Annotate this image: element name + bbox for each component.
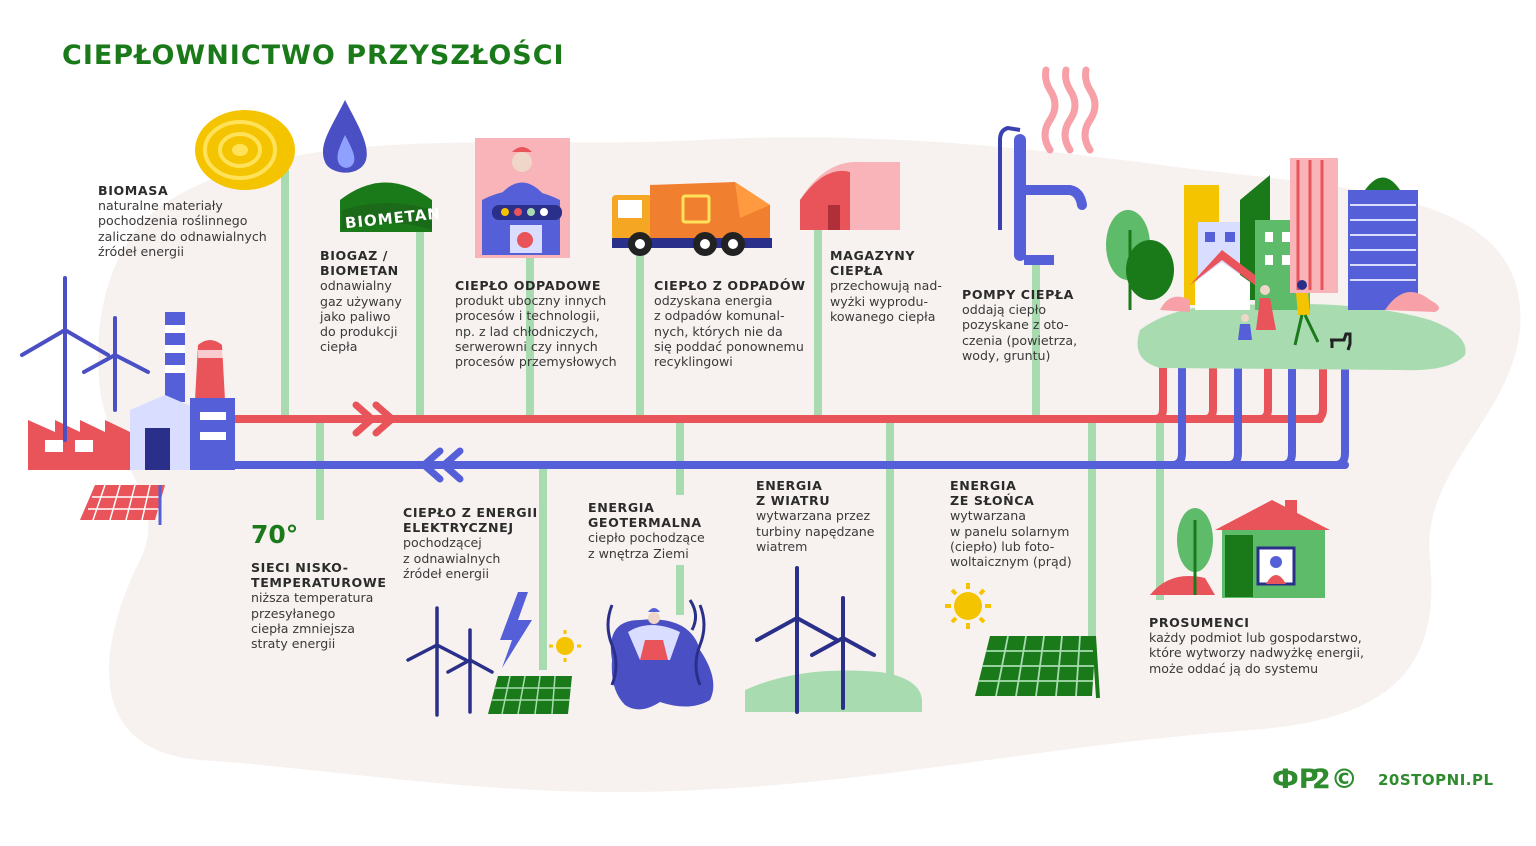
biomethane-tank-illustration: BIOMETAN <box>340 182 442 232</box>
item-cieplo-z-odpadow: CIEPŁO Z ODPADÓW odzyskana energia z odp… <box>654 278 806 369</box>
item-wiatr: ENERGIA Z WIATRU wytwarzana przez turbin… <box>756 478 875 554</box>
server-worker-illustration <box>475 138 570 258</box>
item-geotermalna: ENERGIA GEOTERMALNA ciepło pochodzące z … <box>588 500 705 561</box>
item-description: przechowują nad- wyżki wyprodu- kowanego… <box>830 278 942 324</box>
item-heading: BIOGAZ / BIOMETAN <box>320 248 399 279</box>
item-biomasa: BIOMASA naturalne materiały pochodzenia … <box>98 183 267 259</box>
solar-panel-small <box>80 484 165 525</box>
item-description: wytwarzana w panelu solarnym (ciepło) lu… <box>950 508 1072 570</box>
item-heading: POMPY CIEPŁA <box>962 287 1074 302</box>
heat-storage-illustration <box>800 161 900 230</box>
item-elektryczna: CIEPŁO Z ENERGII ELEKTRYCZNEJ pochodzące… <box>403 505 538 581</box>
footer-logo-left: ФP <box>1272 764 1319 795</box>
item-description: oddają ciepło pozyskane z oto- czenia (p… <box>962 302 1078 363</box>
flame-illustration <box>322 100 367 173</box>
item-heading: MAGAZYNY CIEPŁA <box>830 248 916 279</box>
item-heading: PROSUMENCI <box>1149 615 1250 630</box>
electricity-illustration <box>406 592 581 717</box>
item-biogaz: BIOGAZ / BIOMETAN odnawialny gaz używany… <box>320 248 402 354</box>
item-heading: ENERGIA Z WIATRU <box>756 478 831 509</box>
item-description: pochodzącej z odnawialnych źródeł energi… <box>403 535 501 581</box>
page-title: CIEPŁOWNICTWO PRZYSZŁOŚCI <box>62 40 565 71</box>
solar-illustration <box>945 583 1100 699</box>
item-description: wytwarzana przez turbiny napędzane wiatr… <box>756 508 875 554</box>
item-heading: SIECI NISKO- TEMPERATUROWE <box>251 560 387 591</box>
item-cieplo-odpadowe: CIEPŁO ODPADOWE produkt uboczny innych p… <box>455 278 617 369</box>
city-illustration <box>1106 158 1466 371</box>
item-magazyny: MAGAZYNY CIEPŁA przechowują nad- wyżki w… <box>830 248 942 324</box>
item-description: odzyskana energia z odpadów komunal- nyc… <box>654 293 804 370</box>
item-sieci: SIECI NISKO- TEMPERATUROWE niższa temper… <box>251 560 387 651</box>
item-heading: BIOMASA <box>98 183 169 198</box>
item-slonce: ENERGIA ZE SŁOŃCA wytwarzana w panelu so… <box>950 478 1072 569</box>
temperature-label: 70° <box>251 520 299 549</box>
item-heading: ENERGIA ZE SŁOŃCA <box>950 478 1035 509</box>
item-heading: CIEPŁO ODPADOWE <box>455 278 602 293</box>
supply-arrows <box>352 401 396 437</box>
power-plant-illustration <box>20 276 235 525</box>
item-description: odnawialny gaz używany jako paliwo do pr… <box>320 278 402 355</box>
item-prosumenci: PROSUMENCI każdy podmiot lub gospodarstw… <box>1149 615 1364 676</box>
footer-site-link[interactable]: 20STOPNI.PL <box>1378 771 1494 789</box>
item-description: każdy podmiot lub gospodarstwo, które wy… <box>1149 630 1365 676</box>
geothermal-illustration <box>606 599 714 710</box>
item-heading: CIEPŁO Z ODPADÓW <box>654 278 806 293</box>
return-arrows <box>420 447 464 483</box>
return-pipe <box>231 359 1349 469</box>
heat-pump-illustration <box>998 66 1099 265</box>
item-heading: CIEPŁO Z ENERGII ELEKTRYCZNEJ <box>403 505 538 536</box>
item-description: niższa temperatura przesyłanego ciepła z… <box>251 590 374 652</box>
upper-stems <box>281 170 1040 420</box>
item-description: ciepło pochodzące z wnętrza Ziemi <box>588 530 705 561</box>
item-pompy: POMPY CIEPŁA oddają ciepło pozyskane z o… <box>962 287 1077 363</box>
item-description: produkt uboczny innych procesów i techno… <box>455 293 617 370</box>
footer-logo-2c: 2© <box>1312 764 1358 795</box>
wind-illustration <box>745 566 922 714</box>
hay-bale-illustration <box>195 110 295 190</box>
supply-pipe <box>231 360 1327 423</box>
item-description: naturalne materiały pochodzenia roślinne… <box>98 198 267 259</box>
garbage-truck-illustration <box>612 182 772 256</box>
item-heading: ENERGIA GEOTERMALNA <box>588 500 702 531</box>
prosumer-house-illustration <box>1150 500 1330 598</box>
